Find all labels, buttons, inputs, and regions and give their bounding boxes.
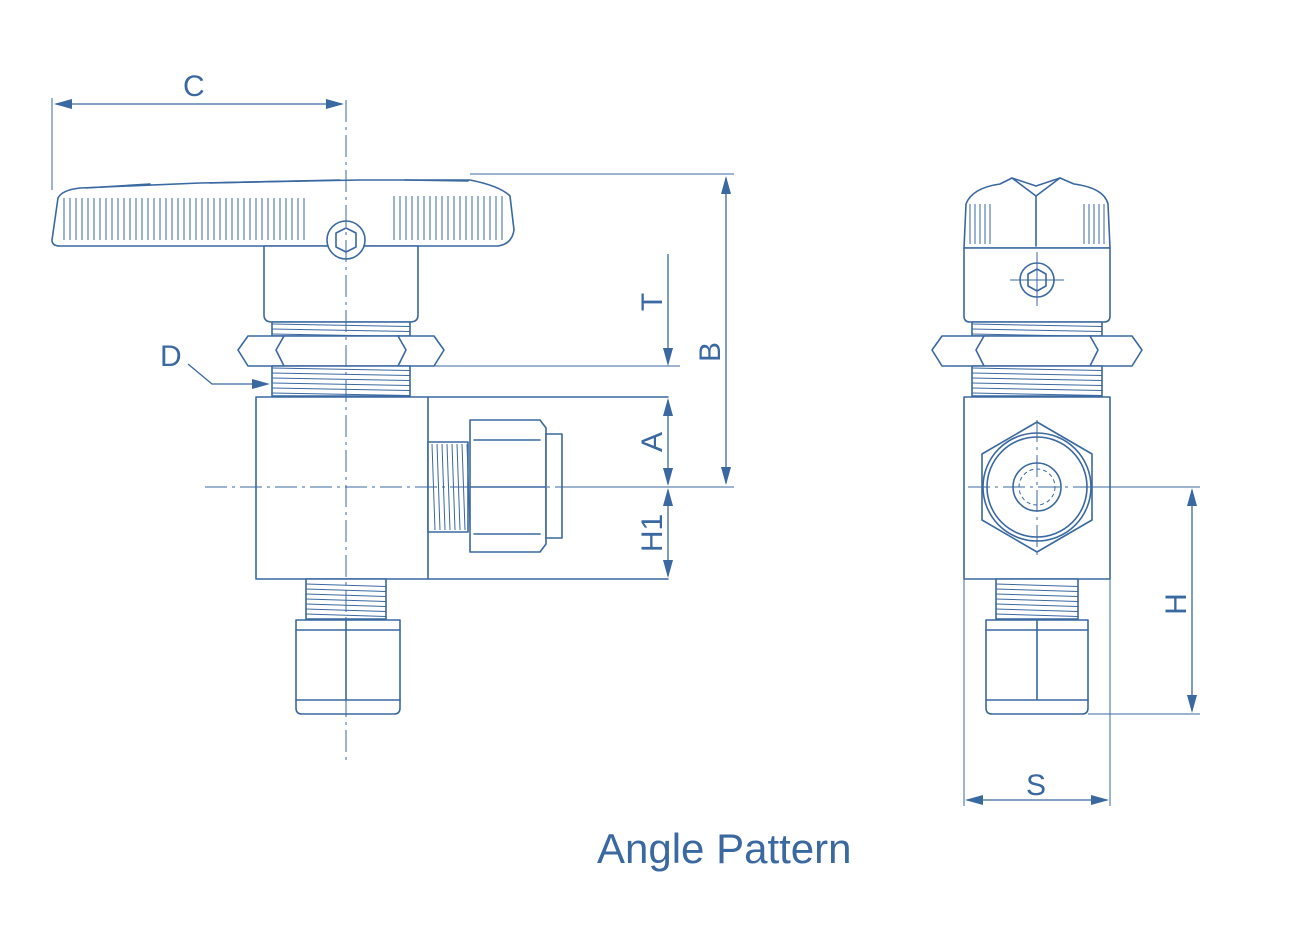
front-dimensions: C D T B A H1 (51, 70, 734, 578)
dim-label-t: T (636, 293, 669, 311)
dim-leader-d (187, 363, 264, 385)
side-nut (469, 419, 547, 553)
panel-nut (237, 335, 445, 367)
side-panel-thread (971, 365, 1103, 397)
handle-cap (963, 177, 1111, 249)
dim-label-d: D (160, 340, 182, 373)
dim-label-s: S (1026, 769, 1046, 802)
dim-label-b: B (694, 342, 727, 362)
dim-label-h1: H1 (636, 514, 669, 552)
handle-knob (51, 179, 515, 247)
diagram-title: Angle Pattern (597, 825, 852, 872)
side-dimensions: H S (963, 486, 1200, 806)
front-view (51, 100, 669, 762)
dim-label-a: A (636, 432, 669, 452)
side-panel-nut (931, 335, 1143, 367)
bottom-nut (295, 619, 401, 715)
panel-thread (271, 365, 411, 397)
side-view (931, 177, 1143, 715)
dim-label-c: C (183, 70, 205, 103)
valve-body (255, 396, 429, 580)
dim-label-h: H (1160, 593, 1193, 615)
